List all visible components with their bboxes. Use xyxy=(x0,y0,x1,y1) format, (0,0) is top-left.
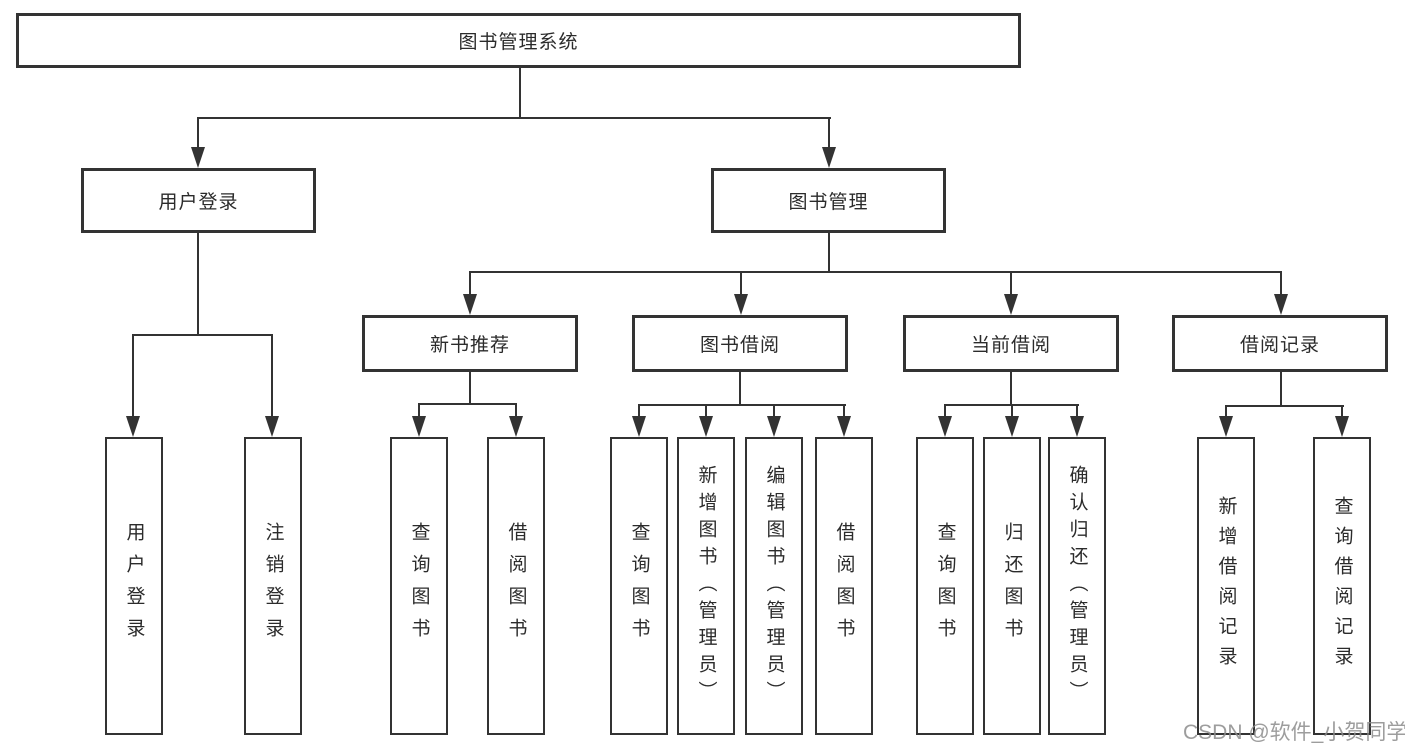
leaf-query-books-borrowing-label: 查询图书 xyxy=(628,522,650,650)
connector-line xyxy=(1076,404,1078,416)
leaf-borrow-books-borrowing-label: 借阅图书 xyxy=(833,522,855,650)
connector-line xyxy=(469,271,471,294)
connector-line xyxy=(740,271,742,294)
arrow-down-icon xyxy=(191,147,205,168)
leaf-user-login-label: 用户登录 xyxy=(123,522,145,650)
arrow-down-icon xyxy=(1219,416,1233,437)
connector-line xyxy=(1280,271,1282,294)
node-book-borrowing: 图书借阅 xyxy=(632,315,848,372)
connector-line xyxy=(773,404,775,416)
leaf-add-borrow-record: 新增借阅记录 xyxy=(1197,437,1255,735)
arrow-down-icon xyxy=(1005,416,1019,437)
arrow-down-icon xyxy=(126,416,140,437)
arrow-down-icon xyxy=(699,416,713,437)
leaf-return-books: 归还图书 xyxy=(983,437,1041,735)
node-root-label: 图书管理系统 xyxy=(458,32,579,53)
arrow-down-icon xyxy=(265,416,279,437)
node-new-book-recommendation: 新书推荐 xyxy=(362,315,578,372)
connector-line xyxy=(1010,271,1012,294)
arrow-down-icon xyxy=(767,416,781,437)
leaf-query-books-borrowing: 查询图书 xyxy=(610,437,668,735)
arrow-down-icon xyxy=(734,294,748,315)
node-current-borrowing: 当前借阅 xyxy=(903,315,1119,372)
leaf-borrow-books-borrowing: 借阅图书 xyxy=(815,437,873,735)
leaf-query-books-recommend-label: 查询图书 xyxy=(408,522,430,650)
connector-line xyxy=(843,404,845,416)
leaf-edit-book-admin: 编辑图书（管理员） xyxy=(745,437,803,735)
connector-line xyxy=(519,68,521,119)
connector-line xyxy=(469,271,1282,273)
connector-line xyxy=(739,371,741,406)
node-new-book-recommendation-label: 新书推荐 xyxy=(429,335,510,356)
connector-line xyxy=(418,403,517,405)
arrow-down-icon xyxy=(1274,294,1288,315)
connector-line xyxy=(1280,371,1282,407)
arrow-down-icon xyxy=(1004,294,1018,315)
connector-line xyxy=(944,404,946,416)
connector-line xyxy=(197,117,199,148)
connector-line xyxy=(418,403,420,416)
leaf-add-borrow-record-label: 新增借阅记录 xyxy=(1215,496,1237,676)
node-book-management-label: 图书管理 xyxy=(788,192,869,213)
connector-line xyxy=(469,371,471,405)
leaf-confirm-return-admin-label: 确认归还（管理员） xyxy=(1066,464,1088,708)
node-root: 图书管理系统 xyxy=(16,13,1021,68)
arrow-down-icon xyxy=(1335,416,1349,437)
node-borrowing-records-label: 借阅记录 xyxy=(1239,335,1320,356)
leaf-add-book-admin: 新增图书（管理员） xyxy=(677,437,735,735)
connector-line xyxy=(271,334,273,416)
node-user-login: 用户登录 xyxy=(81,168,316,233)
leaf-borrow-books-recommend-label: 借阅图书 xyxy=(505,522,527,650)
connector-line xyxy=(1010,371,1012,406)
arrow-down-icon xyxy=(938,416,952,437)
leaf-logout: 注销登录 xyxy=(244,437,302,735)
connector-line xyxy=(828,117,830,148)
arrow-down-icon xyxy=(412,416,426,437)
arrow-down-icon xyxy=(837,416,851,437)
connector-line xyxy=(1341,405,1343,416)
node-book-management: 图书管理 xyxy=(711,168,946,233)
arrow-down-icon xyxy=(822,147,836,168)
arrow-down-icon xyxy=(509,416,523,437)
leaf-return-books-label: 归还图书 xyxy=(1001,522,1023,650)
connector-line xyxy=(197,117,831,119)
leaf-borrow-books-recommend: 借阅图书 xyxy=(487,437,545,735)
leaf-confirm-return-admin: 确认归还（管理员） xyxy=(1048,437,1106,735)
connector-line xyxy=(705,404,707,416)
leaf-query-books-current: 查询图书 xyxy=(916,437,974,735)
connector-line xyxy=(1225,405,1227,416)
leaf-query-borrow-record-label: 查询借阅记录 xyxy=(1331,496,1353,676)
leaf-edit-book-admin-label: 编辑图书（管理员） xyxy=(763,464,785,708)
node-user-login-label: 用户登录 xyxy=(158,192,239,213)
connector-line xyxy=(1225,405,1344,407)
connector-line xyxy=(638,404,846,406)
leaf-add-book-admin-label: 新增图书（管理员） xyxy=(695,464,717,708)
leaf-query-borrow-record: 查询借阅记录 xyxy=(1313,437,1371,735)
connector-line xyxy=(828,233,830,273)
node-current-borrowing-label: 当前借阅 xyxy=(970,335,1051,356)
arrow-down-icon xyxy=(463,294,477,315)
watermark: CSDN @软件_小贺同学 xyxy=(1183,721,1405,744)
leaf-logout-label: 注销登录 xyxy=(262,522,284,650)
connector-line xyxy=(132,334,134,416)
leaf-user-login: 用户登录 xyxy=(105,437,163,735)
node-borrowing-records: 借阅记录 xyxy=(1172,315,1388,372)
connector-line xyxy=(1011,404,1013,416)
arrow-down-icon xyxy=(1070,416,1084,437)
connector-line xyxy=(638,404,640,416)
leaf-query-books-recommend: 查询图书 xyxy=(390,437,448,735)
connector-line xyxy=(197,233,199,336)
connector-line xyxy=(515,403,517,416)
leaf-query-books-current-label: 查询图书 xyxy=(934,522,956,650)
connector-line xyxy=(132,334,273,336)
node-book-borrowing-label: 图书借阅 xyxy=(699,335,780,356)
arrow-down-icon xyxy=(632,416,646,437)
